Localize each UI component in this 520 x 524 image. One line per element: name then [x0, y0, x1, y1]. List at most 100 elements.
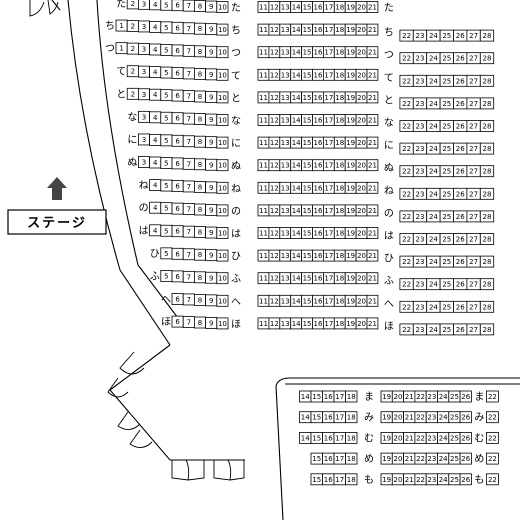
seat[interactable]: 23 — [412, 120, 428, 132]
seat[interactable]: 23 — [412, 52, 428, 65]
seat[interactable]: 15 — [301, 68, 313, 81]
seat[interactable]: 22 — [414, 390, 427, 403]
seat[interactable]: 21 — [366, 136, 379, 149]
seat[interactable]: 19 — [380, 452, 393, 465]
seat[interactable]: 25 — [439, 142, 454, 155]
seat[interactable]: 25 — [439, 255, 454, 268]
seat[interactable]: 12 — [268, 272, 281, 285]
seat[interactable]: 15 — [301, 249, 313, 262]
seat[interactable]: 24 — [426, 52, 441, 65]
seat[interactable]: 17 — [322, 204, 335, 217]
seat[interactable]: 12 — [268, 136, 281, 149]
seat[interactable]: 20 — [355, 159, 368, 172]
seat[interactable]: 17 — [322, 294, 335, 307]
seat[interactable]: 18 — [345, 452, 358, 465]
seat[interactable]: 14 — [290, 114, 303, 126]
seat[interactable]: 17 — [322, 91, 335, 104]
seat[interactable]: 15 — [301, 91, 313, 104]
seat[interactable]: 8 — [193, 316, 206, 329]
seat[interactable]: 18 — [333, 204, 346, 217]
seat[interactable]: 19 — [344, 46, 357, 59]
seat[interactable]: 8 — [193, 68, 206, 80]
seat[interactable]: 18 — [345, 473, 358, 486]
seat[interactable]: 26 — [453, 29, 468, 42]
seat[interactable]: 25 — [439, 29, 454, 42]
seat[interactable]: 21 — [403, 390, 416, 403]
seat[interactable]: 20 — [355, 1, 368, 13]
seat[interactable]: 4 — [149, 88, 162, 101]
seat[interactable]: 2 — [126, 87, 139, 100]
seat[interactable]: 19 — [380, 411, 393, 424]
seat[interactable]: 15 — [301, 114, 313, 126]
seat[interactable]: 20 — [355, 181, 368, 194]
seat[interactable]: 15 — [301, 136, 313, 149]
seat[interactable]: 16 — [312, 204, 324, 217]
seat[interactable]: 28 — [479, 74, 495, 87]
seat[interactable]: 14 — [290, 204, 303, 217]
seat[interactable]: 22 — [485, 411, 499, 424]
seat[interactable]: 12 — [268, 294, 281, 307]
seat[interactable]: 16 — [322, 473, 335, 486]
seat[interactable]: 20 — [391, 431, 404, 444]
seat[interactable]: 22 — [485, 390, 499, 403]
seat[interactable]: 12 — [268, 68, 281, 81]
seat[interactable]: 28 — [479, 165, 495, 178]
seat[interactable]: 21 — [366, 68, 379, 81]
seat[interactable]: 6 — [171, 270, 184, 283]
seat[interactable]: 20 — [355, 249, 368, 262]
seat[interactable]: 3 — [137, 20, 150, 33]
seat[interactable]: 7 — [182, 22, 195, 35]
seat[interactable]: 22 — [399, 165, 414, 178]
seat[interactable]: 12 — [268, 317, 281, 330]
seat[interactable]: 24 — [426, 300, 441, 313]
seat[interactable]: 15 — [301, 204, 313, 217]
seat[interactable]: 24 — [426, 210, 441, 223]
seat[interactable]: 13 — [279, 1, 292, 13]
seat[interactable]: 11 — [257, 317, 270, 330]
seat[interactable]: 19 — [344, 227, 357, 239]
seat[interactable]: 12 — [268, 46, 281, 59]
seat[interactable]: 21 — [366, 1, 379, 13]
seat[interactable]: 22 — [485, 473, 499, 486]
seat[interactable]: 24 — [437, 411, 450, 424]
seat[interactable]: 20 — [355, 272, 368, 285]
seat[interactable]: 21 — [366, 114, 379, 126]
seat[interactable]: 7 — [182, 293, 195, 306]
seat[interactable]: 23 — [412, 187, 428, 200]
seat[interactable]: 19 — [344, 23, 357, 36]
seat[interactable]: 23 — [412, 29, 428, 42]
seat[interactable]: 10 — [216, 294, 229, 307]
seat[interactable]: 22 — [414, 411, 427, 424]
seat[interactable]: 24 — [426, 74, 441, 87]
seat[interactable]: 25 — [448, 431, 461, 444]
seat[interactable]: 3 — [137, 0, 150, 10]
seat[interactable]: 5 — [160, 179, 173, 192]
seat[interactable]: 22 — [399, 187, 414, 200]
seat[interactable]: 3 — [137, 133, 150, 146]
seat[interactable]: 28 — [479, 233, 495, 245]
seat[interactable]: 23 — [412, 300, 428, 313]
seat[interactable]: 19 — [344, 68, 357, 81]
seat[interactable]: 14 — [290, 91, 303, 104]
seat[interactable]: 17 — [322, 249, 335, 262]
seat[interactable]: 23 — [412, 278, 428, 291]
seat[interactable]: 13 — [279, 46, 292, 59]
seat[interactable]: 13 — [279, 294, 292, 307]
seat[interactable]: 20 — [355, 68, 368, 81]
seat[interactable]: 16 — [312, 23, 324, 36]
seat[interactable]: 15 — [301, 272, 313, 285]
seat[interactable]: 15 — [301, 46, 313, 59]
seat[interactable]: 7 — [182, 316, 195, 328]
seat[interactable]: 17 — [322, 181, 335, 194]
seat[interactable]: 19 — [344, 249, 357, 262]
seat[interactable]: 24 — [437, 390, 450, 403]
seat[interactable]: 6 — [171, 293, 184, 305]
seat[interactable]: 5 — [160, 66, 173, 79]
seat[interactable]: 26 — [453, 233, 468, 245]
seat[interactable]: 17 — [322, 68, 335, 81]
seat[interactable]: 9 — [205, 181, 218, 194]
seat[interactable]: 21 — [366, 23, 379, 36]
seat[interactable]: 4 — [149, 133, 162, 146]
seat[interactable]: 26 — [453, 74, 468, 87]
seat[interactable]: 17 — [333, 452, 346, 465]
